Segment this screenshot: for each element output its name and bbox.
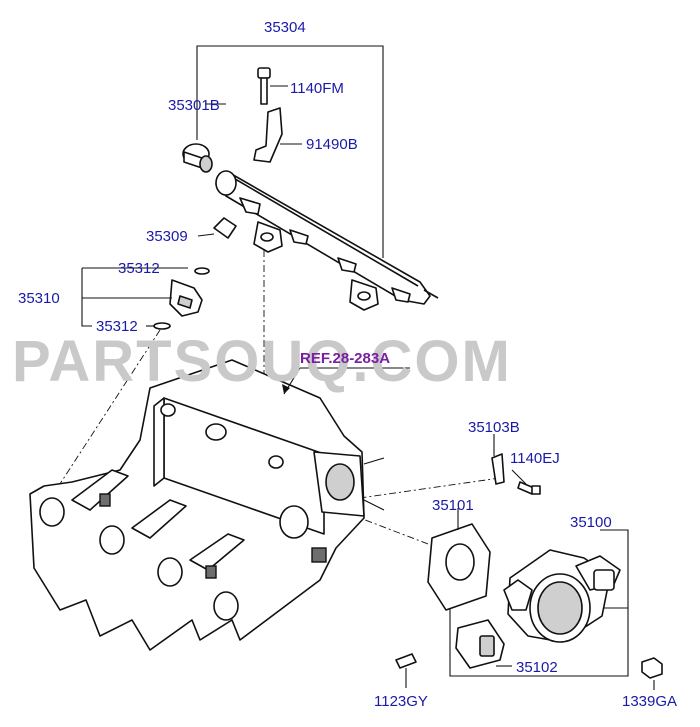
label-1140ej: 1140EJ: [510, 450, 560, 467]
label-35304: 35304: [264, 19, 306, 36]
label-1140fm: 1140FM: [290, 80, 344, 97]
bracket-35103b: [491, 434, 505, 485]
label-1339ga: 1339GA: [622, 693, 677, 710]
watermark: PARTSOUQ.COM: [12, 329, 512, 394]
intake-manifold: [29, 359, 385, 651]
sensor-35102: [455, 619, 512, 669]
label-35102: 35102: [516, 659, 558, 676]
label-35309: 35309: [146, 228, 188, 245]
bracket-91490b: [253, 107, 302, 163]
label-1123gy: 1123GY: [374, 693, 428, 710]
label-35103b: 35103B: [468, 419, 520, 436]
bolt-1140fm: [257, 67, 288, 105]
throttle-body-group: [395, 434, 663, 690]
label-35301b: 35301B: [168, 97, 220, 114]
bolt-1140ej: [511, 469, 541, 495]
screw-1123gy: [395, 653, 417, 688]
reference-callout: [282, 367, 410, 395]
fuel-pressure-regulator: [182, 143, 213, 173]
label-91490b: 91490B: [306, 136, 358, 153]
label-35312-top: 35312: [118, 260, 160, 277]
label-35101: 35101: [432, 497, 474, 514]
nut-1339ga: [641, 657, 663, 690]
throttle-body-35100: [503, 549, 621, 643]
clip-35309: [197, 217, 237, 239]
label-35312-bottom: 35312: [96, 318, 138, 335]
label-35100: 35100: [570, 514, 612, 531]
label-reference: REF.28-283A: [300, 350, 390, 367]
fuel-rail-assembly: [81, 45, 439, 330]
injector-35310: [81, 267, 210, 330]
gasket-35101: [427, 508, 491, 611]
label-35310: 35310: [18, 290, 60, 307]
